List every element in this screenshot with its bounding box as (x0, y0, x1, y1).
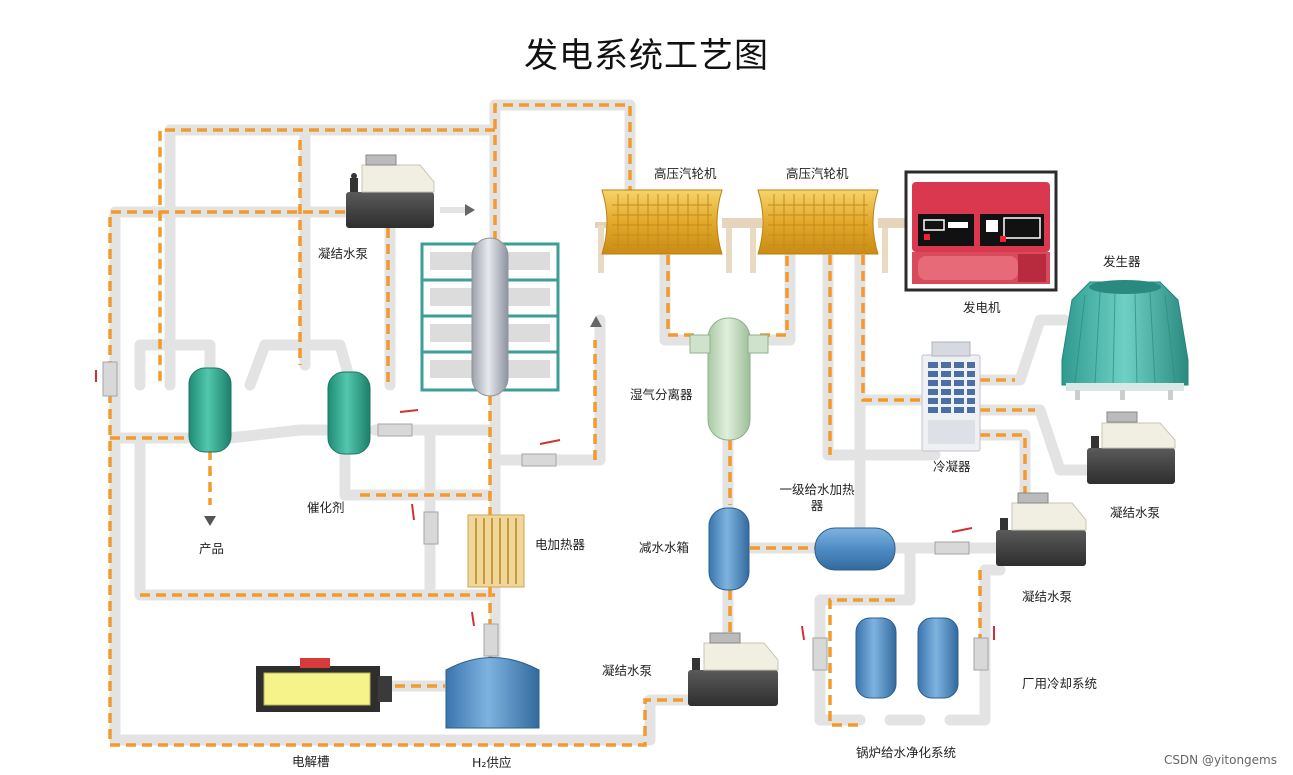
turbine-1 (595, 189, 762, 273)
label-cooling-tower: 发生器 (1103, 254, 1141, 269)
label-separator: 湿气分离器 (630, 387, 693, 402)
moisture-separator (689, 317, 769, 441)
vessel-product (188, 367, 232, 526)
label-primary-feed-heater: 一级给水加热器 (779, 482, 855, 513)
label-product: 产品 (199, 541, 225, 556)
primary-feed-heater (814, 527, 896, 571)
turbine-2 (750, 189, 910, 273)
label-deaerator-tank: 减水水箱 (639, 540, 690, 555)
watermark: CSDN @yitongems (1163, 753, 1277, 767)
pump-right-middle (996, 492, 1087, 566)
vessel-catalyst (327, 371, 371, 455)
h2-supply-tank (445, 657, 540, 729)
label-turbine-2: 高压汽轮机 (786, 166, 849, 181)
label-pump-top: 凝结水泵 (318, 246, 369, 261)
generator-set (904, 170, 1058, 292)
label-electric-heater: 电加热器 (534, 537, 585, 552)
label-catalyst: 催化剂 (307, 500, 345, 515)
cooling-tower (1061, 280, 1189, 400)
flow-lines (108, 103, 1035, 747)
label-plant-cooling: 厂用冷却系统 (1022, 676, 1098, 691)
pump-top (346, 154, 475, 228)
label-generator-set: 发电机 (963, 300, 1001, 315)
label-pump-right-upper: 凝结水泵 (1110, 505, 1161, 520)
page-title: 发电系统工艺图 (524, 36, 769, 76)
pump-bottom (688, 632, 779, 706)
label-condenser: 冷凝器 (933, 459, 971, 474)
reactor-rack (420, 237, 560, 397)
deaerator-tank (708, 507, 750, 591)
label-boiler-purification: 锅炉给水净化系统 (856, 745, 957, 760)
purification-tanks (855, 617, 959, 699)
label-turbine-1: 高压汽轮机 (654, 166, 717, 181)
label-electrolyzer: 电解槽 (292, 754, 330, 769)
label-pump-right-middle: 凝结水泵 (1022, 589, 1073, 604)
electrolyzer (256, 658, 392, 712)
label-h2-supply: H₂供应 (472, 755, 512, 770)
label-pump-bottom: 凝结水泵 (602, 663, 653, 678)
condenser (921, 341, 981, 452)
valves (95, 361, 995, 671)
pump-right-upper (1087, 411, 1176, 484)
electric-heater (467, 514, 525, 588)
